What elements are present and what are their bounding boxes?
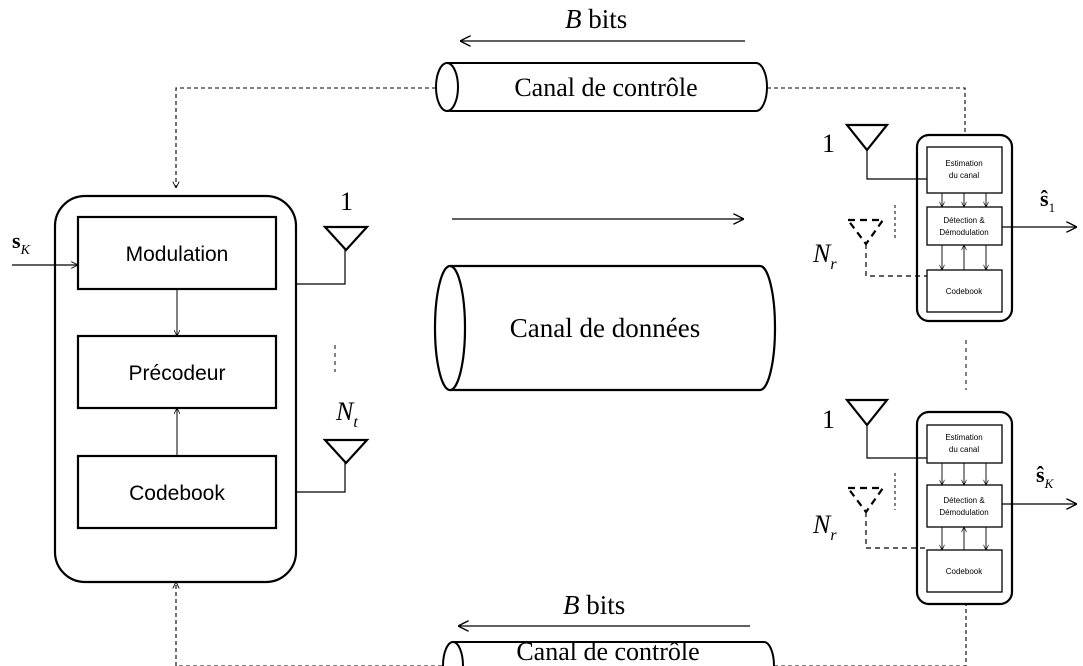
receiver-1-antenna-1-label: 1: [822, 129, 835, 158]
receiver-k-antenna-1-icon: [844, 398, 890, 427]
control-channel-bottom: Canal de contrôle: [442, 637, 775, 666]
control-channel-top: Canal de contrôle: [435, 62, 768, 112]
receiver-1-internal-arrows: [942, 193, 986, 270]
codebook-label: Codebook: [129, 482, 225, 505]
receiver-k-detection-line1: Détection &: [943, 496, 985, 505]
receiver-k-estimation-block: [926, 424, 1003, 464]
receiver-1-antenna-n-icon: [845, 218, 886, 246]
control-channel-bottom-label: Canal de contrôle: [516, 637, 699, 666]
precoder-label: Précodeur: [129, 362, 226, 385]
receiver-k-codebook-block: [926, 549, 1003, 593]
receiver-1-detection-line2: Démodulation: [939, 228, 988, 237]
receiver-k: Estimation du canal Détection & Démodula…: [812, 398, 1077, 606]
tx-antenna-n-feed: [296, 463, 346, 493]
tx-antenna-1-icon: [322, 225, 370, 252]
feedback-dashed-bottom: [176, 582, 967, 666]
receiver-k-internal-arrows: [942, 463, 986, 550]
data-channel: Canal de données: [433, 264, 777, 392]
receiver-1-output-symbol: ŝ1: [1040, 186, 1055, 215]
receiver-k-estimation-line1: Estimation: [945, 433, 982, 442]
receiver-k-antenna-n-icon: [845, 486, 886, 514]
tx-antenna-1-label: 1: [340, 187, 353, 216]
receiver-1-codebook-label: Codebook: [946, 287, 983, 296]
codebook-block: [76, 454, 278, 530]
receiver-k-antenna-1-feed: [866, 425, 927, 459]
feedback-dashed-top: [176, 87, 966, 188]
receiver-k-antenna-n-feed: [865, 512, 927, 549]
data-channel-label: Canal de données: [510, 313, 700, 343]
receiver-k-antenna-n-label: Nr: [812, 510, 837, 544]
receiver-1-antenna-1-icon: [844, 123, 890, 152]
receiver-1-antenna-1-feed: [866, 150, 927, 180]
feedback-label-bottom: B bits: [563, 590, 625, 620]
receiver-1-antenna-n-label: Nr: [812, 239, 837, 273]
input-symbol: sK: [12, 228, 31, 258]
tx-antenna-n-label: Nt: [335, 397, 358, 431]
receiver-1-estimation-line1: Estimation: [945, 159, 982, 168]
modulation-block: [76, 215, 278, 291]
receiver-k-estimation-line2: du canal: [949, 445, 979, 454]
feedback-label-top: B bits: [565, 4, 627, 34]
precoder-block: [76, 334, 278, 410]
receiver-1: Estimation du canal Détection & Démodula…: [812, 123, 1077, 323]
receiver-k-output-symbol: ŝK: [1036, 462, 1055, 491]
transmitter: sK Modulation Précodeur Codebook 1 Nt: [12, 187, 370, 584]
tx-antenna-1-feed: [296, 248, 346, 285]
receiver-1-detection-line1: Détection &: [943, 216, 985, 225]
control-channel-top-label: Canal de contrôle: [514, 73, 697, 102]
receiver-k-codebook-label: Codebook: [946, 567, 983, 576]
receiver-1-codebook-block: [926, 269, 1003, 313]
receiver-1-estimation-line2: du canal: [949, 171, 979, 180]
receiver-1-detection-block: [926, 206, 1003, 246]
receiver-k-detection-block: [926, 484, 1003, 528]
receiver-k-detection-line2: Démodulation: [939, 508, 988, 517]
receiver-1-estimation-block: [926, 146, 1003, 194]
receiver-1-antenna-n-feed: [865, 244, 927, 277]
tx-antenna-n-icon: [322, 438, 370, 465]
modulation-label: Modulation: [126, 243, 229, 266]
receiver-k-antenna-1-label: 1: [822, 405, 835, 434]
